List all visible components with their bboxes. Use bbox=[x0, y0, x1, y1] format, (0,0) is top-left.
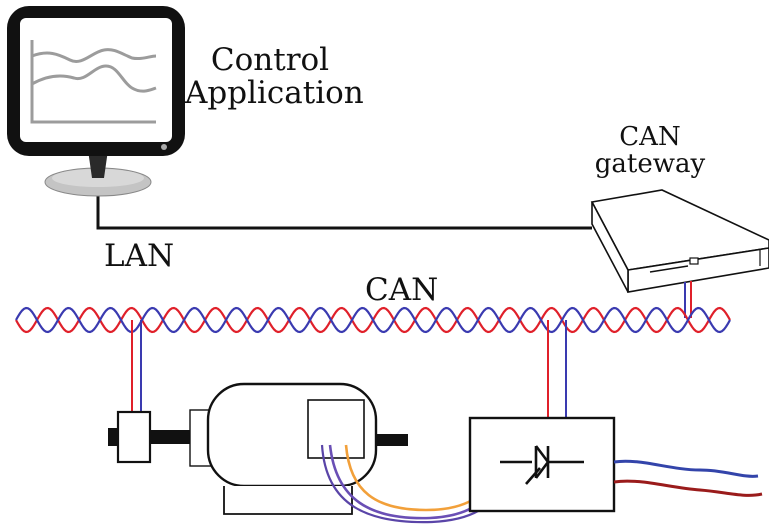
thyristor-converter-icon bbox=[468, 416, 616, 513]
electric-motor-icon bbox=[108, 382, 408, 515]
can-gateway-label: CAN gateway bbox=[580, 122, 720, 180]
control-label-line1: Control bbox=[210, 42, 330, 78]
lan-cable bbox=[96, 196, 592, 230]
lan-label: LAN bbox=[104, 238, 175, 274]
can-bus bbox=[15, 306, 731, 334]
control-application-label: Control Application bbox=[185, 42, 364, 111]
can-label: CAN bbox=[365, 272, 439, 308]
router-box-icon bbox=[590, 189, 769, 293]
gateway-label-line1: CAN bbox=[619, 122, 681, 152]
monitor-icon bbox=[7, 6, 185, 197]
output-phase-blue bbox=[613, 459, 759, 478]
can-low-wire bbox=[15, 306, 731, 334]
gateway-label-line2: gateway bbox=[594, 149, 706, 180]
control-label-line2: Application bbox=[185, 74, 364, 111]
monitor-graph bbox=[30, 40, 157, 124]
output-phase-red bbox=[613, 479, 763, 497]
encoder-box bbox=[116, 410, 152, 464]
